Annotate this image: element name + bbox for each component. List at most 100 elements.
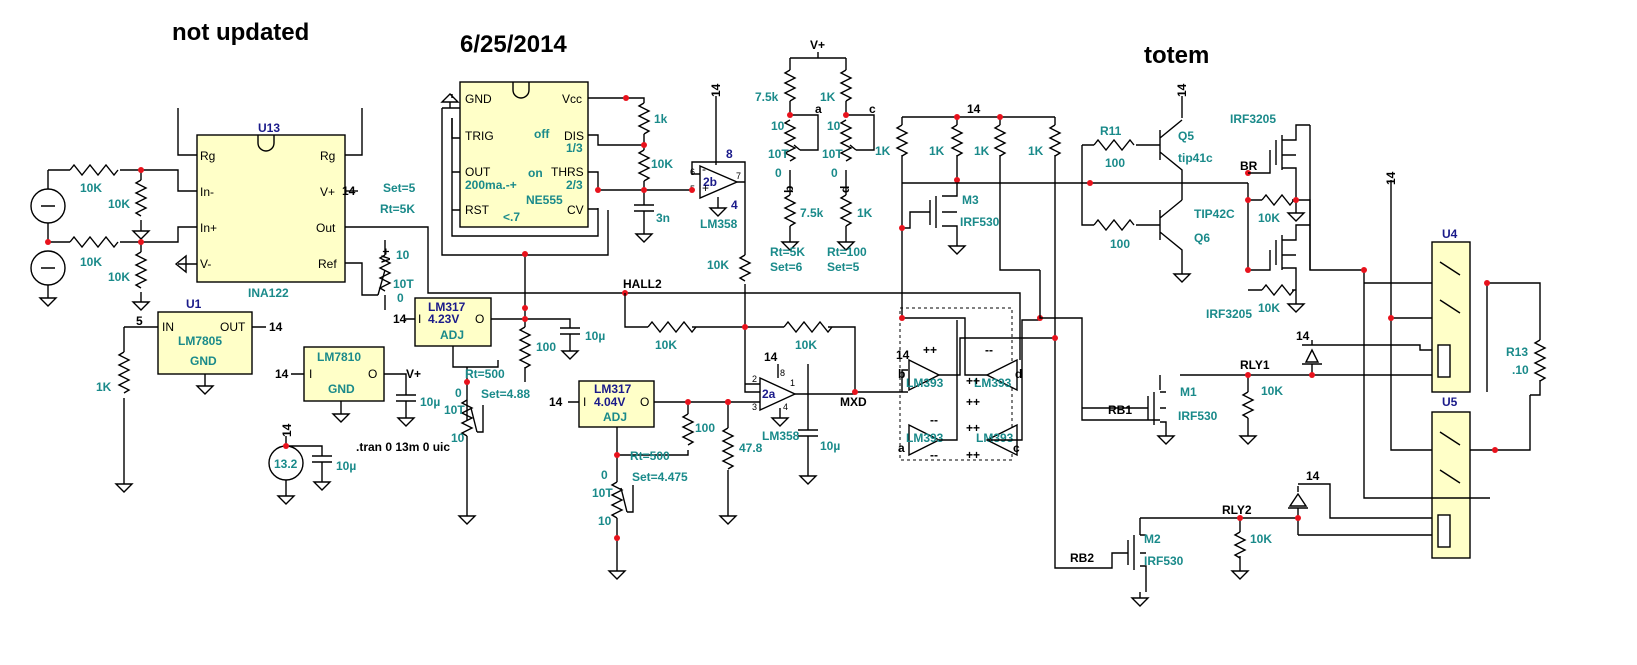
comp-pullup-3: 1K (974, 144, 990, 158)
lm358a-cap: 10µ (820, 439, 840, 453)
lm317-b-pin-i: I (583, 395, 586, 409)
lm317-a-rt: Rt=500 (465, 367, 505, 381)
relay-u4-coil (1437, 344, 1451, 378)
totem-q5: Q5 (1178, 129, 1194, 143)
relays-block: 14 U4 U5 R13 .10 14 RLY1 10K 14 RLY2 (1140, 171, 1547, 580)
lm358a-pin3: 3 (752, 402, 757, 412)
totem-q6: Q6 (1194, 231, 1210, 245)
lm317-a-in-net: 14 (393, 312, 407, 326)
lm317-b-pot-top: 0 (601, 468, 608, 482)
comp-4-part: LM393 (976, 431, 1014, 445)
lm317-b-r2: 47.8 (739, 441, 763, 455)
lm7805-body (157, 311, 253, 375)
m2-part: IRF530 (1144, 554, 1184, 568)
lm358b-pin7: 7 (736, 171, 741, 181)
lm317-a-r: 100 (536, 340, 556, 354)
ina122-r-top: 10K (80, 181, 102, 195)
comparator-1[interactable] (908, 358, 941, 392)
ne555-rst: RST (465, 203, 490, 217)
irf3205-r-top: 10K (1258, 211, 1280, 225)
vplus-set2: Set=5 (827, 260, 860, 274)
lm358a-opamp[interactable] (759, 376, 797, 412)
totem-q6-part: TIP42C (1194, 207, 1235, 221)
vplus-block: V+ 7.5k 1K a c 10 10T 0 10 10T 0 b d 7.5… (755, 38, 876, 274)
ne555-cap: 3n (656, 211, 670, 225)
lm317-b-in-net: 14 (549, 395, 563, 409)
ref-pot-bottom: 0 (397, 291, 404, 305)
totem-r11-val: 100 (1105, 156, 1125, 170)
lm317-a-cap: 10µ (585, 329, 605, 343)
totem-supply: 14 (1175, 83, 1189, 97)
ne555-out: OUT (465, 165, 491, 179)
lm317-b-r: 100 (695, 421, 715, 435)
ne555-cv: CV (567, 203, 584, 217)
lm317-b-part: LM317 (594, 382, 632, 396)
lm358a-r1: 10K (655, 338, 677, 352)
relay-r13-val: .10 (1512, 363, 1529, 377)
lm7805-gnd: GND (190, 354, 217, 368)
lm317-a-voltage: 4.23V (428, 312, 459, 326)
totem-br: BR (1240, 159, 1258, 173)
ne555-block: GND Vcc TRIG off DIS 1/3 OUT 200ma.-+ on… (441, 81, 692, 257)
ne555-off: off (534, 127, 550, 141)
totem-r11: R11 (1100, 124, 1122, 138)
comp-pp-3: ++ (966, 374, 980, 388)
ne555-thrs: THRS (551, 165, 584, 179)
lm7810-pin-o: O (368, 367, 377, 381)
lm358b-opamp[interactable] (699, 164, 739, 200)
lm358b-r: 10K (707, 258, 729, 272)
ina122-pin-out: Out (316, 221, 336, 235)
relay-u4: U4 (1442, 227, 1458, 241)
irf3205-top: IRF3205 (1230, 112, 1276, 126)
irf3205-block: IRF3205 10K 10K IRF3205 (1206, 112, 1364, 321)
comp-mm-2: -- (930, 413, 938, 427)
comp-net-14: 14 (896, 348, 910, 362)
vplus-r-b: 7.5k (800, 206, 824, 220)
lm358b-supply: 14 (709, 83, 723, 97)
ne555-dis: DIS (564, 129, 584, 143)
title-not-updated: not updated (172, 19, 309, 46)
comp-pp-2: ++ (966, 395, 980, 409)
hall2-label: HALL2 (623, 277, 662, 291)
ina122-pin-in-plus: In+ (200, 221, 217, 235)
comp-pullup-1: 1K (875, 144, 891, 158)
comp-1-part: LM393 (906, 376, 944, 390)
lm317-a-pin-i: I (418, 312, 421, 326)
comp-net-a: a (898, 441, 905, 455)
ne555-vcc: Vcc (562, 92, 582, 106)
ne555-lt: <.7 (503, 210, 520, 224)
vplus-r-a-top: 7.5k (755, 90, 779, 104)
vplus-set1: Set=6 (770, 260, 803, 274)
m3-part: IRF530 (960, 215, 1000, 229)
lm358b-name: 2b (703, 175, 717, 189)
m3-block: M3 IRF530 (899, 177, 1000, 255)
lm358b-pin4: 4 (731, 198, 738, 212)
m2-ref: M2 (1144, 532, 1161, 546)
vplus-pot-a-turns: 10T (768, 147, 789, 161)
vplus-pot-a-top: 10 (771, 119, 785, 133)
vplus-net-c: c (869, 102, 876, 116)
irf3205-r-bot: 10K (1258, 301, 1280, 315)
lm317-a-set: Set=4.88 (481, 387, 530, 401)
comp-net-c: c (1013, 441, 1020, 455)
lm7810-part: LM7810 (317, 350, 361, 364)
ne555-thrs-ratio: 2/3 (566, 178, 583, 192)
comp-2-part: LM393 (974, 376, 1012, 390)
lm7805-out: OUT (220, 320, 246, 334)
comparator-3[interactable] (908, 423, 941, 457)
comparator-2[interactable] (985, 358, 1018, 392)
ina122-r-top-shunt: 10K (108, 197, 130, 211)
comp-mm-3: -- (930, 448, 938, 462)
m2-net: RB2 (1070, 551, 1094, 565)
ne555-trig: TRIG (465, 129, 494, 143)
relay-r2: 10K (1250, 532, 1272, 546)
vplus-rt2: Rt=100 (827, 245, 867, 259)
lm7805-out-net: 14 (269, 320, 283, 334)
relay-rly2: RLY2 (1222, 503, 1252, 517)
title-date: 6/25/2014 (460, 31, 567, 58)
ina122-pin-in-minus: In- (200, 185, 214, 199)
m3-ref: M3 (962, 193, 979, 207)
lm358b-minus: - (702, 162, 706, 176)
ina122-part: INA122 (248, 286, 289, 300)
